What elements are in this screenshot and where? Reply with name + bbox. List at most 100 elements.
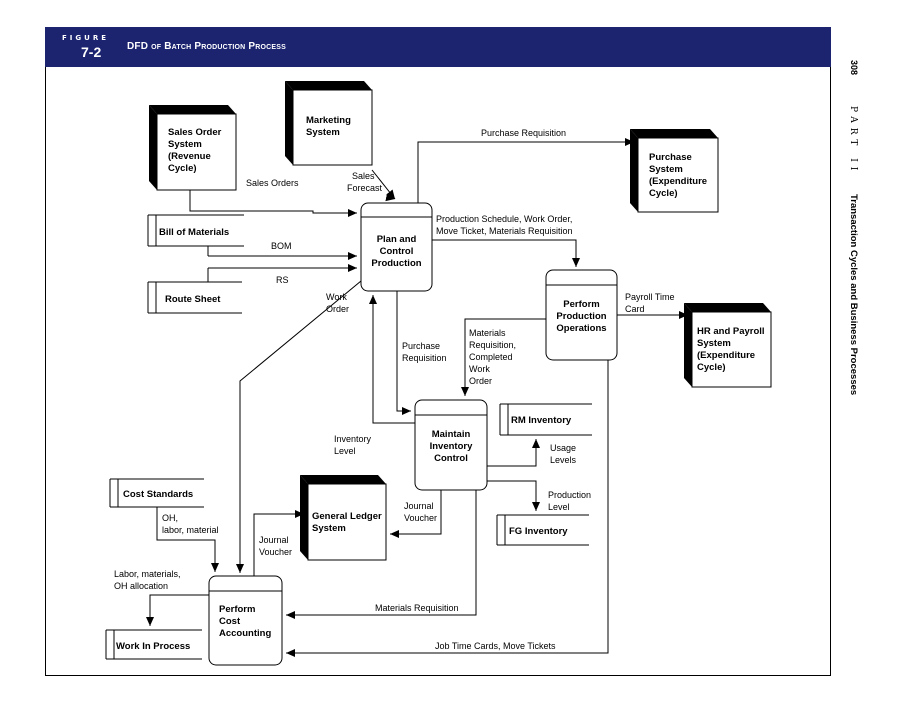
figure-number: 7-2 (81, 44, 102, 60)
flow-label-materials-requisition: Order (469, 376, 492, 386)
process-label: Production (556, 311, 606, 322)
flow-label-inventory-level: Level (334, 446, 356, 456)
process-perform-cost-accounting: Perform Cost Accounting (208, 575, 283, 666)
process-label: Accounting (219, 628, 271, 639)
process-plan-control-production: Plan and Control Production (360, 202, 433, 292)
figure-label: FIGURE (62, 34, 109, 42)
flow-label-journal-voucher: Journal (259, 535, 289, 545)
entity-label: Sales Order (168, 127, 222, 138)
flow-label-sales-forecast: Sales (352, 171, 375, 181)
flow-purchase-requisition-mid (396, 291, 411, 415)
entity-sales-order-system: Sales Order System (Revenue Cycle) (149, 105, 237, 191)
page-sidebar: 308 PART II Transaction Cycles and Busin… (843, 60, 873, 700)
flow-inventory-level (369, 295, 415, 424)
process-perform-production-operations: Perform Production Operations (545, 269, 618, 361)
flow-production-level (487, 480, 540, 511)
page-number: 308 (849, 60, 859, 76)
flow-label-labor-oh-allocation: Labor, materials, (114, 569, 181, 579)
process-label: Plan and (377, 234, 417, 245)
figure-title: DFD of Batch Production Process (127, 41, 287, 52)
flow-job-time-cards (286, 360, 609, 657)
store-fg-inventory (496, 514, 589, 546)
entity-label: General Ledger (312, 511, 382, 522)
flow-materials-requisition (461, 318, 546, 396)
flow-label-journal-voucher: Voucher (259, 547, 292, 557)
flow-production-schedule (432, 239, 580, 267)
flow-label-job-time-cards: Job Time Cards, Move Tickets (435, 641, 556, 651)
entity-label: System (649, 164, 683, 175)
flow-sales-orders (189, 190, 357, 217)
entity-label: Purchase (649, 152, 692, 163)
section-title: Transaction Cycles and Business Processe… (848, 194, 859, 396)
flow-sales-forecast-line (371, 169, 396, 200)
entity-label: System (697, 338, 731, 349)
entity-general-ledger-system: General Ledger System (300, 475, 387, 561)
flow-journal-voucher-left (253, 510, 304, 576)
entity-purchase-system: Purchase System (Expenditure Cycle) (630, 129, 719, 213)
flow-label-materials-requisition: Work (469, 364, 490, 374)
process-label: Control (434, 453, 468, 464)
entity-label: (Revenue (168, 151, 211, 162)
entity-label: Marketing (306, 115, 351, 126)
flow-work-order (236, 280, 362, 573)
process-label: Maintain (432, 429, 471, 440)
part-label: PART II (848, 106, 858, 176)
entity-label: System (312, 523, 346, 534)
entity-label: HR and Payroll (697, 326, 765, 337)
entity-marketing-system: Marketing System (285, 81, 373, 166)
process-label: Perform (219, 604, 255, 615)
flow-label-usage-levels: Levels (550, 455, 577, 465)
flow-usage-levels (487, 439, 540, 467)
flow-label-oh-labor: labor, material (162, 525, 219, 535)
flow-label-purchase-requisition-mid: Requisition (402, 353, 447, 363)
flow-label-production-schedule: Move Ticket, Materials Requisition (436, 226, 573, 236)
flow-label-bom: BOM (271, 241, 292, 251)
flow-label-work-order: Order (326, 304, 349, 314)
flow-label-sales-orders: Sales Orders (246, 178, 299, 188)
entity-label: Cycle) (168, 163, 197, 174)
process-label: Operations (556, 323, 606, 334)
store-label: Route Sheet (165, 294, 221, 305)
flow-label-payroll-time-card: Card (625, 304, 645, 314)
flow-label-purchase-requisition: Purchase Requisition (481, 128, 566, 138)
entity-label: Cycle) (697, 362, 726, 373)
process-label: Control (380, 246, 414, 257)
flow-oh-labor-material (156, 507, 219, 572)
process-label: Inventory (430, 441, 473, 452)
store-label: Bill of Materials (159, 227, 229, 238)
flow-label-oh-labor: OH, (162, 513, 178, 523)
flow-label-rs: RS (276, 275, 289, 285)
flow-label-sales-forecast: Forecast (347, 183, 383, 193)
entity-hr-payroll-system: HR and Payroll System (Expenditure Cycle… (684, 303, 772, 388)
store-label: Cost Standards (123, 489, 193, 500)
flow-journal-voucher-right (390, 490, 442, 538)
store-rm-inventory (499, 403, 592, 436)
flow-sales-forecast (385, 193, 395, 202)
entity-label: Cycle) (649, 188, 678, 199)
flow-label-journal-voucher: Journal (404, 501, 434, 511)
flow-label-work-order: Work (326, 292, 347, 302)
flow-label-materials-requisition: Requisition, (469, 340, 516, 350)
flow-labor-oh-allocation (146, 594, 209, 626)
flow-label-inventory-level: Inventory (334, 434, 372, 444)
flow-purchase-requisition-top (417, 138, 634, 203)
process-label: Perform (563, 299, 599, 310)
store-work-in-process (105, 629, 202, 660)
flow-label-production-schedule: Production Schedule, Work Order, (436, 214, 572, 224)
process-label: Production (371, 258, 421, 269)
flow-label-materials-requisition: Completed (469, 352, 513, 362)
store-label: Work In Process (116, 641, 190, 652)
entity-label: System (306, 127, 340, 138)
store-bill-of-materials (147, 214, 244, 247)
store-route-sheet (147, 281, 242, 314)
flow-label-production-level: Level (548, 502, 570, 512)
store-label: RM Inventory (511, 415, 572, 426)
flow-label-labor-oh-allocation: OH allocation (114, 581, 168, 591)
flow-label-usage-levels: Usage (550, 443, 576, 453)
entity-label: System (168, 139, 202, 150)
flow-label-purchase-requisition-mid: Purchase (402, 341, 440, 351)
entity-label: (Expenditure (697, 350, 755, 361)
store-label: FG Inventory (509, 526, 568, 537)
entity-label: (Expenditure (649, 176, 707, 187)
